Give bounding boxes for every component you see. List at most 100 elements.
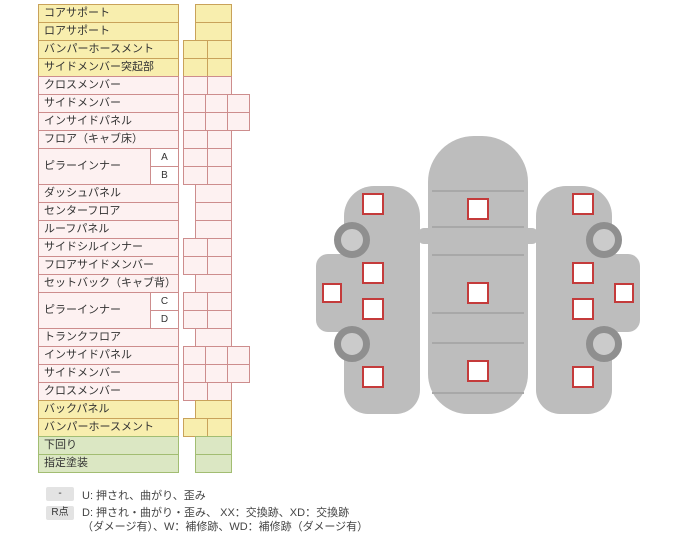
damage-marker-left-front-fender[interactable] [362,193,384,215]
table-row: クロスメンバー [38,382,250,401]
table-row: トランクフロア [38,328,250,347]
damage-cell[interactable] [227,364,250,383]
damage-cell[interactable] [205,94,228,113]
damage-marker-top-front[interactable] [467,198,489,220]
parts-table: コアサポートロアサポートバンパーホースメントサイドメンバー突起部クロスメンバーサ… [38,4,250,473]
damage-cell[interactable] [183,292,208,311]
damage-cell[interactable] [207,76,232,95]
side-mirror-icon [527,228,538,244]
table-row: フロア（キャブ床） [38,130,250,149]
damage-cell[interactable] [207,58,232,77]
damage-cell[interactable] [207,238,232,257]
damage-cell[interactable] [183,346,206,365]
damage-marker-right-front-door[interactable] [572,262,594,284]
damage-cell[interactable] [205,364,228,383]
damage-cell[interactable] [183,112,206,131]
damage-cell[interactable] [207,292,232,311]
table-row: ダッシュパネル [38,184,250,203]
damage-cell[interactable] [207,310,232,329]
damage-cell[interactable] [195,454,232,473]
part-label: インサイドパネル [38,346,179,365]
part-label: サイドシルインナー [38,238,179,257]
damage-marker-right-pillar[interactable] [614,283,634,303]
table-row: 下回り [38,436,250,455]
damage-cell[interactable] [207,130,232,149]
table-row: サイドメンバー [38,364,250,383]
part-label: 下回り [38,436,179,455]
damage-cell[interactable] [195,274,232,293]
table-row: サイドメンバー [38,94,250,113]
legend-text-r: D: 押され・曲がり・歪み、 XX：交換跡、XD：交換跡 （ダメージ有）、W：補… [82,506,368,534]
damage-cell[interactable] [183,58,208,77]
damage-cell[interactable] [205,346,228,365]
damage-cell[interactable] [195,328,232,347]
damage-cell[interactable] [195,184,232,203]
damage-cell[interactable] [207,256,232,275]
damage-marker-left-front-door[interactable] [362,262,384,284]
legend: - U: 押され、曲がり、歪み R点 D: 押され・曲がり・歪み、 XX：交換跡… [46,487,368,535]
damage-cell[interactable] [183,148,208,167]
part-label: サイドメンバー突起部 [38,58,179,77]
part-label: フロア（キャブ床） [38,130,179,149]
damage-cell[interactable] [195,202,232,221]
damage-cell[interactable] [183,130,208,149]
damage-cell[interactable] [183,418,208,437]
legend-row-r: R点 D: 押され・曲がり・歪み、 XX：交換跡、XD：交換跡 （ダメージ有）、… [46,506,368,534]
legend-text-r-line2: （ダメージ有）、W：補修跡、WD：補修跡（ダメージ有） [82,521,369,533]
pillar-sub-label: B [150,166,179,185]
damage-cell[interactable] [205,112,228,131]
damage-marker-right-front-fender[interactable] [572,193,594,215]
damage-cell[interactable] [183,76,208,95]
damage-cell[interactable] [183,364,206,383]
part-label: ルーフパネル [38,220,179,239]
table-row: セットバック（キャブ背） [38,274,250,293]
table-row: 指定塗装 [38,454,250,473]
damage-marker-right-rear-door[interactable] [572,298,594,320]
damage-marker-top-rear[interactable] [467,360,489,382]
table-row: インサイドパネル [38,346,250,365]
part-label: ダッシュパネル [38,184,179,203]
damage-marker-left-pillar[interactable] [322,283,342,303]
table-row: ルーフパネル [38,220,250,239]
part-label: トランクフロア [38,328,179,347]
wheel-icon [334,326,370,362]
damage-cell[interactable] [195,220,232,239]
damage-cell[interactable] [207,148,232,167]
damage-cell[interactable] [227,346,250,365]
damage-cell[interactable] [195,436,232,455]
damage-cell[interactable] [183,238,208,257]
table-row: ロアサポート [38,22,250,41]
part-label: フロアサイドメンバー [38,256,179,275]
damage-cell[interactable] [207,40,232,59]
legend-text-r-line1: D: 押され・曲がり・歪み、 XX：交換跡、XD：交換跡 [82,507,350,519]
damage-marker-left-rear-fender[interactable] [362,366,384,388]
damage-cell[interactable] [183,94,206,113]
panel-seam-line [432,226,524,228]
part-label: ピラーインナー [38,292,151,329]
table-row: クロスメンバー [38,76,250,95]
damage-marker-top-center[interactable] [467,282,489,304]
wheel-icon [586,326,622,362]
wheel-icon [334,222,370,258]
damage-cell[interactable] [195,4,232,23]
damage-cell[interactable] [183,310,208,329]
table-row: サイドメンバー突起部 [38,58,250,77]
damage-cell[interactable] [183,40,208,59]
damage-marker-right-rear-fender[interactable] [572,366,594,388]
damage-cell[interactable] [195,22,232,41]
pillar-sub-label: C [150,292,179,311]
damage-cell[interactable] [227,112,250,131]
damage-cell[interactable] [207,418,232,437]
damage-cell[interactable] [207,166,232,185]
damage-cell[interactable] [183,256,208,275]
damage-cell[interactable] [183,382,208,401]
damage-cell[interactable] [183,166,208,185]
damage-cell[interactable] [195,400,232,419]
damage-cell[interactable] [227,94,250,113]
table-row: コアサポート [38,4,250,23]
damage-marker-left-rear-door[interactable] [362,298,384,320]
damage-cell[interactable] [207,382,232,401]
